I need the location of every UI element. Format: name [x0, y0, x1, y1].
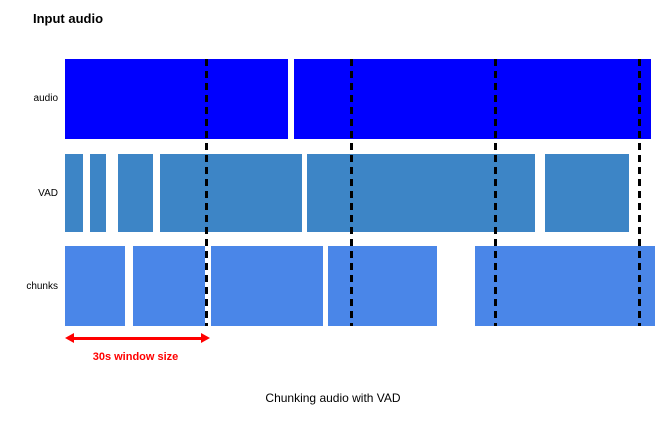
merged-chunks-row-segment: [328, 246, 437, 326]
window-size-label: 30s window size: [92, 351, 179, 363]
window-size-arrow: [72, 337, 203, 340]
merged-chunks-row-segment: [475, 246, 655, 326]
row-label-vad: VAD: [38, 188, 58, 199]
vad-segments-row-segment: [307, 154, 535, 232]
window-size-arrowhead-left-icon: [65, 333, 74, 343]
figure-title: Input audio: [33, 11, 104, 26]
vad-segments-row-segment: [545, 154, 629, 232]
window-boundary-dashed-line: [638, 59, 641, 326]
input-audio-row-segment: [65, 59, 288, 139]
input-audio-row-segment: [294, 59, 651, 139]
vad-segments-row-segment: [65, 154, 83, 232]
vad-segments-row-segment: [160, 154, 302, 232]
merged-chunks-row-segment: [211, 246, 323, 326]
vad-segments-row-segment: [90, 154, 106, 232]
row-label-chunks: chunks: [26, 281, 58, 292]
row-label-audio: audio: [33, 93, 58, 104]
window-boundary-dashed-line: [205, 59, 208, 326]
merged-chunks-row-segment: [65, 246, 125, 326]
window-boundary-dashed-line: [494, 59, 497, 326]
window-boundary-dashed-line: [350, 59, 353, 326]
window-size-arrowhead-right-icon: [201, 333, 210, 343]
figure-caption: Chunking audio with VAD: [265, 391, 401, 405]
merged-chunks-row-segment: [133, 246, 205, 326]
vad-segments-row-segment: [118, 154, 153, 232]
